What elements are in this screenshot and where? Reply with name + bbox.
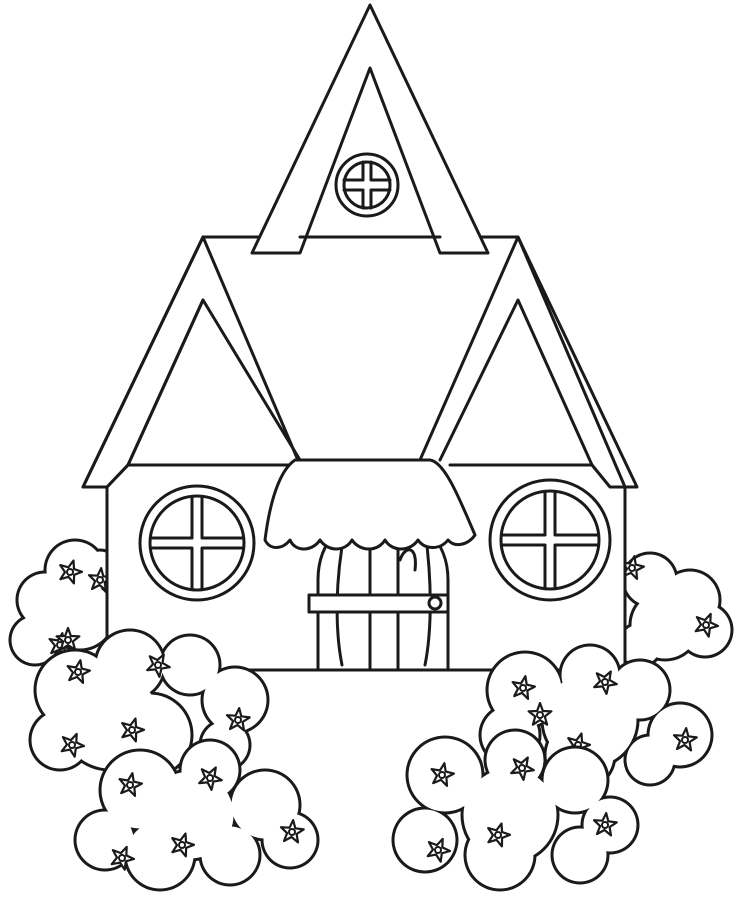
flower-icon	[430, 762, 455, 787]
flower-icon	[593, 670, 618, 695]
flower-icon	[198, 766, 223, 791]
flower-icon	[527, 701, 553, 726]
flower-icon	[510, 756, 535, 781]
flower-icon	[171, 832, 196, 858]
flower-icon	[121, 717, 146, 743]
flower-icon	[118, 772, 143, 797]
bush-left-back	[8, 538, 122, 667]
left-round-window	[138, 484, 256, 602]
flower-icon	[55, 626, 81, 651]
flower-icon	[225, 707, 251, 732]
right-gable	[418, 235, 639, 489]
flower-icon	[672, 727, 698, 752]
door[interactable]	[307, 513, 450, 672]
flower-icon	[279, 819, 305, 844]
flower-icon	[59, 559, 84, 585]
top-gable	[250, 3, 490, 255]
flower-icon	[110, 845, 136, 871]
bush-right-back	[616, 551, 734, 669]
house	[81, 3, 639, 672]
flower-icon	[66, 659, 91, 684]
front-bushes	[28, 626, 714, 892]
door-knob[interactable]	[427, 595, 443, 611]
flower-icon	[511, 675, 536, 700]
flower-icon	[694, 612, 720, 638]
awning	[263, 458, 477, 551]
right-round-window	[488, 478, 612, 602]
bush-right-front	[391, 728, 640, 892]
flower-icon	[426, 837, 452, 863]
bush-left-front	[73, 738, 320, 892]
door-bar	[307, 593, 450, 614]
flower-icon	[592, 812, 618, 837]
back-bushes	[8, 538, 734, 669]
flower-icon	[60, 732, 86, 758]
flower-icon	[146, 653, 171, 678]
flower-icon	[487, 822, 512, 848]
attic-round-window	[334, 152, 400, 218]
